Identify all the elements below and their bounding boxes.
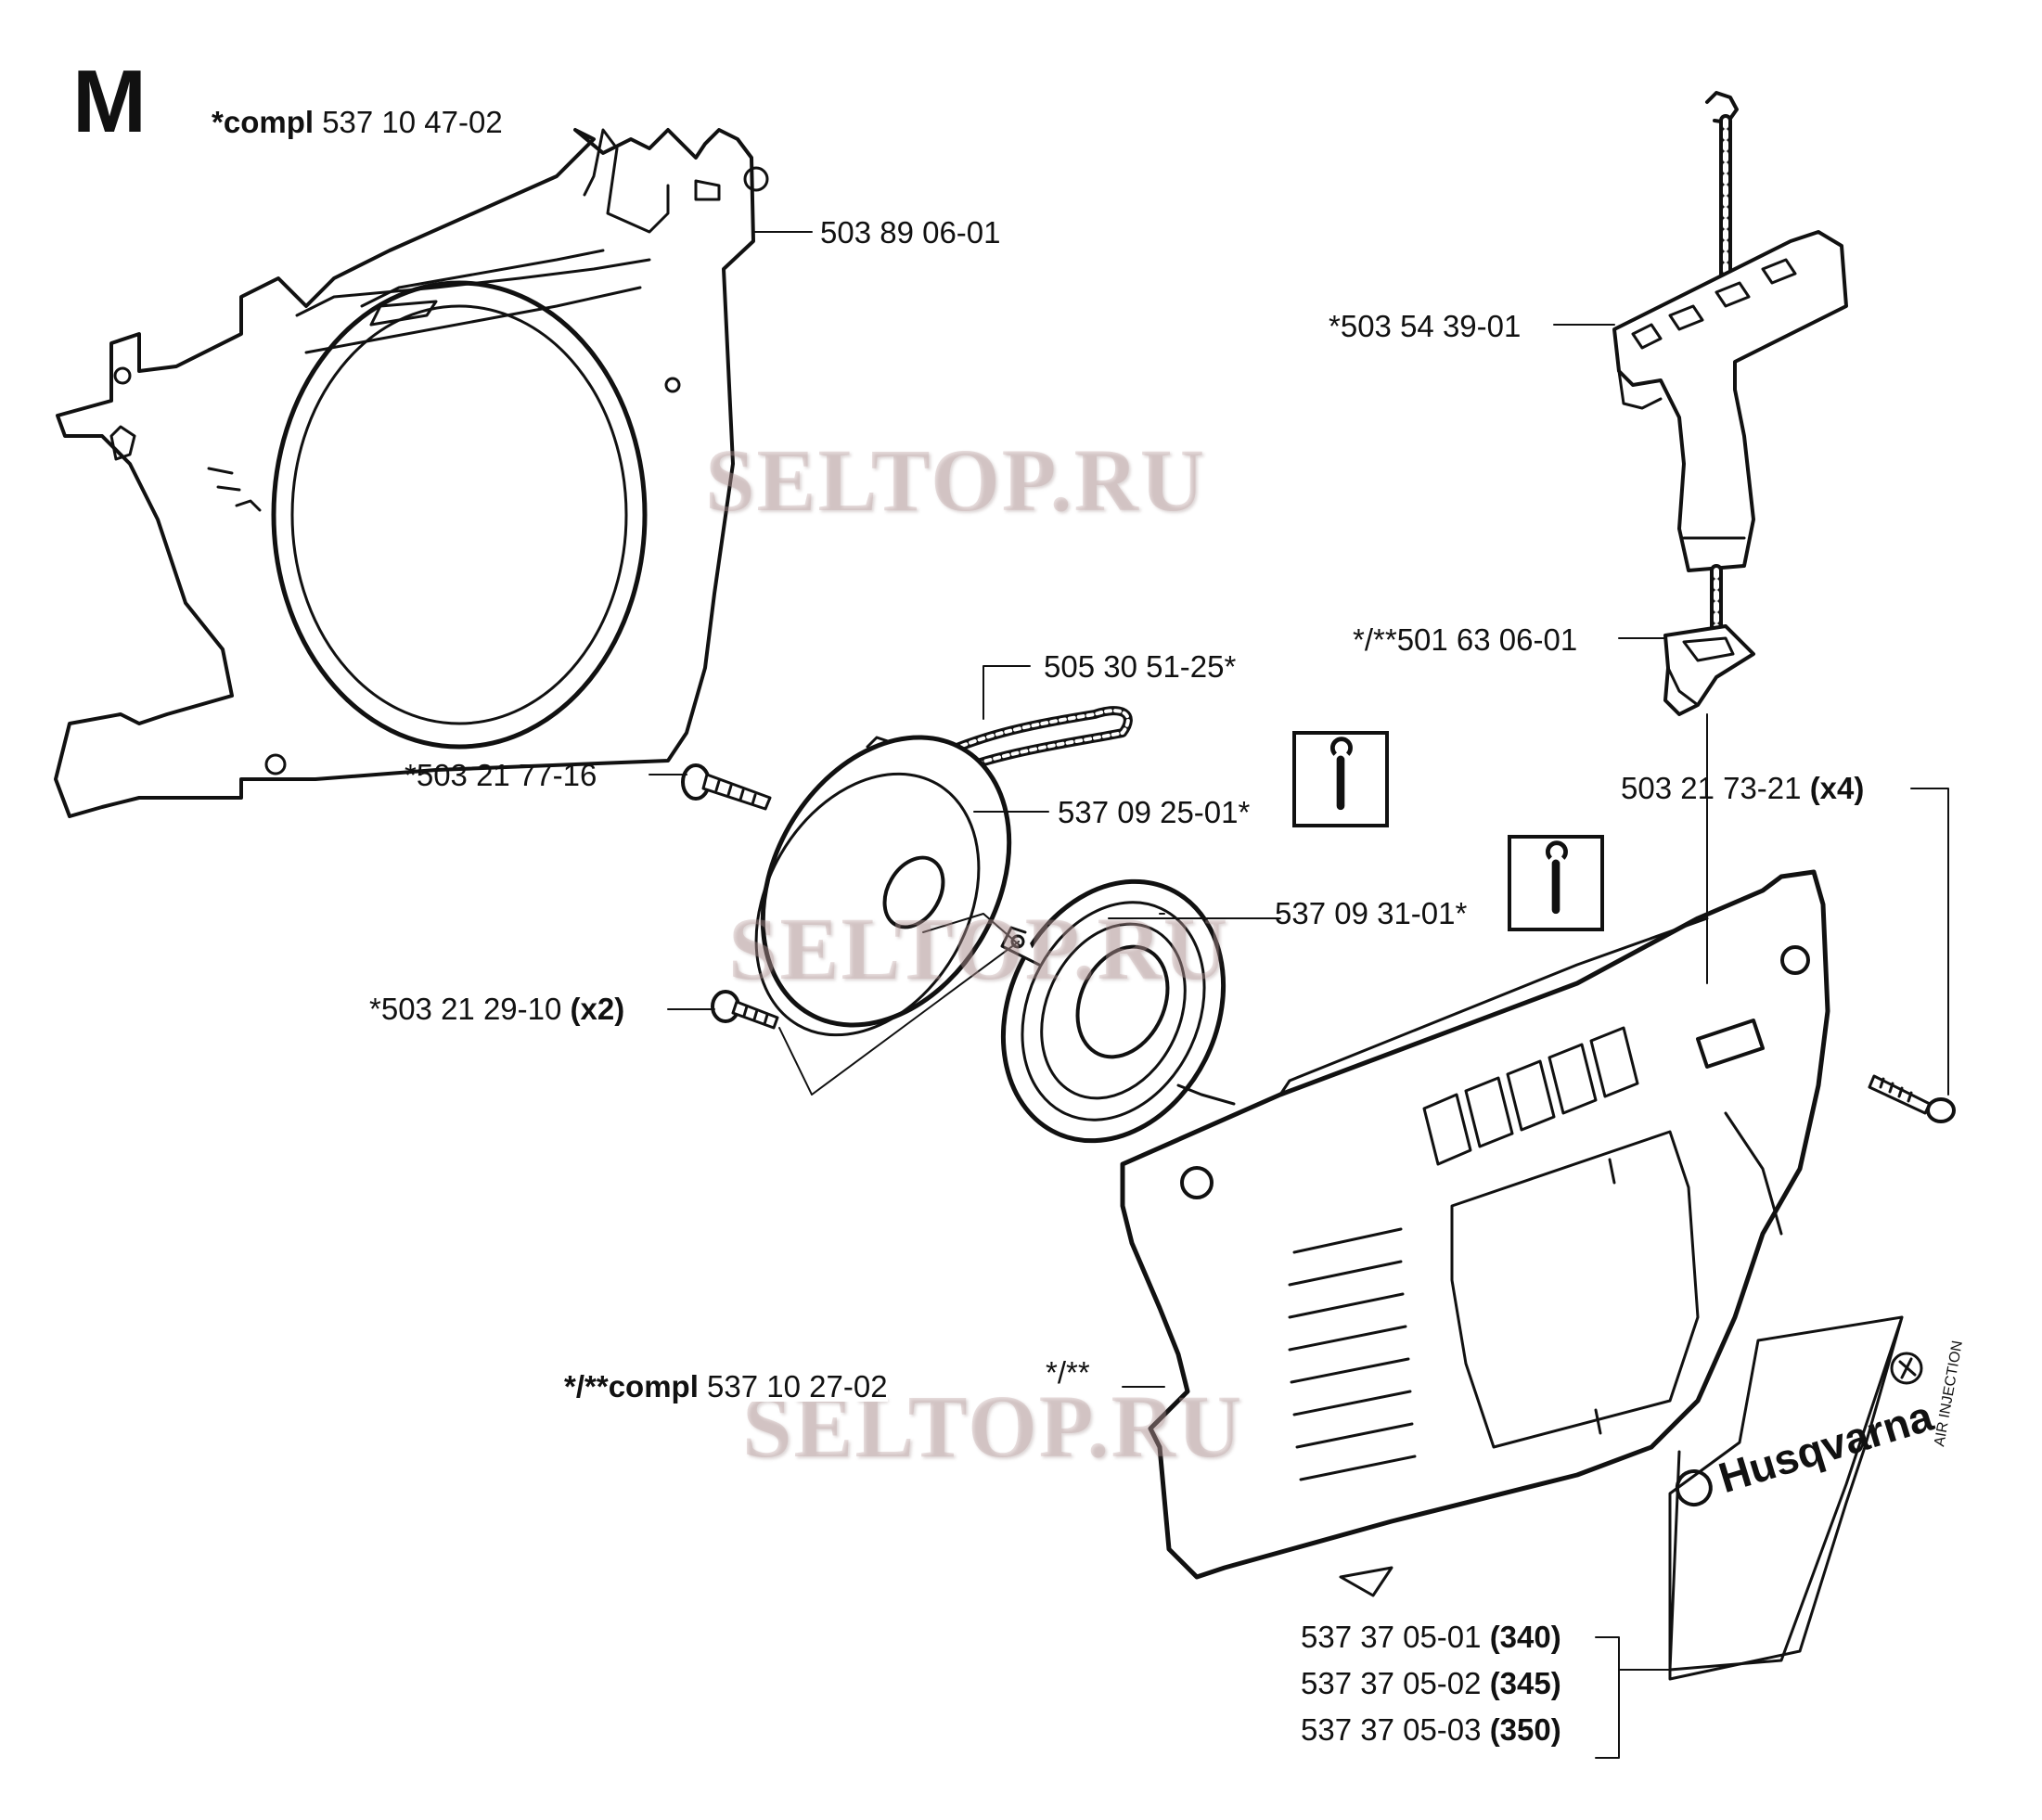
service-tool-box (1508, 835, 1604, 931)
label-spring: 537 09 31-01* (1275, 896, 1468, 930)
recoil-spring-part (1000, 878, 1236, 1144)
label-decal-345: 537 37 05-02 (345) (1301, 1666, 1561, 1700)
watermark: SELTOP.RU (728, 899, 1230, 998)
leader-lines (649, 231, 1949, 1759)
service-tool-box (1292, 731, 1389, 827)
screw-x2-part (711, 990, 779, 1030)
section-letter: M (72, 52, 147, 151)
rope-guide-grommet-part (1663, 624, 1755, 716)
label-decal-350: 537 37 05-03 (350) (1301, 1712, 1561, 1747)
label-screw-x4: 503 21 73-21 (x4) (1621, 771, 1865, 805)
watermark: SELTOP.RU (705, 430, 1207, 530)
label-starter-assembly: *compl 537 10 47-02 (212, 105, 503, 139)
label-housing: 503 89 06-01 (820, 215, 1001, 250)
wrench-icon (1329, 737, 1353, 811)
label-grommet: */**501 63 06-01 (1353, 622, 1578, 657)
starter-handle-part (1612, 91, 1848, 674)
rope-pulley-part (754, 706, 1133, 1037)
label-cover-marker: */** (1046, 1355, 1090, 1390)
label-cover-assembly-full: */**compl 537 10 27-02 (564, 1369, 888, 1403)
screw-pulley-part (681, 763, 772, 811)
screw-x4-part (1868, 1074, 1956, 1123)
label-handle: *503 54 39-01 (1329, 309, 1522, 343)
decal-part (1668, 1315, 1923, 1681)
label-screw-pulley: *503 21 77-16 (405, 758, 597, 792)
label-pulley: 537 09 25-01* (1058, 795, 1251, 829)
starter-housing-part (54, 128, 769, 818)
starter-cover-part (1120, 869, 1830, 1597)
air-injection-text: AIR INJECTION (1932, 1339, 1966, 1448)
label-rope: 505 30 51-25* (1044, 649, 1237, 684)
label-screw-x2: *503 21 29-10 (x2) (369, 992, 625, 1026)
wrench-icon (1545, 840, 1568, 915)
label-decal-340: 537 37 05-01 (340) (1301, 1620, 1561, 1654)
